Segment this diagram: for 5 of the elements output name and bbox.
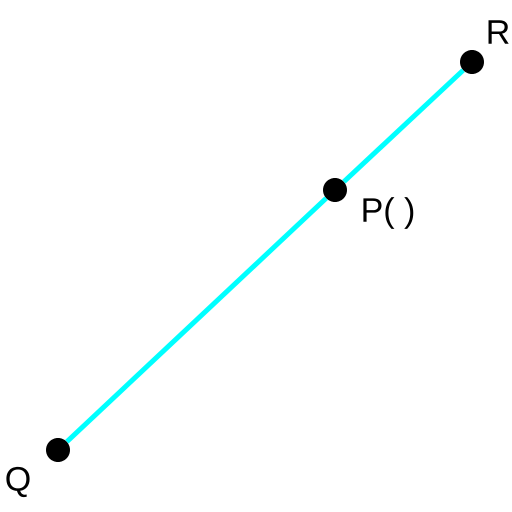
line-segment: [342, 68, 465, 184]
point-label: P( ): [363, 197, 414, 229]
line-segment: [65, 196, 328, 444]
point-label: R: [488, 20, 509, 44]
point-label: Q: [6, 466, 30, 498]
